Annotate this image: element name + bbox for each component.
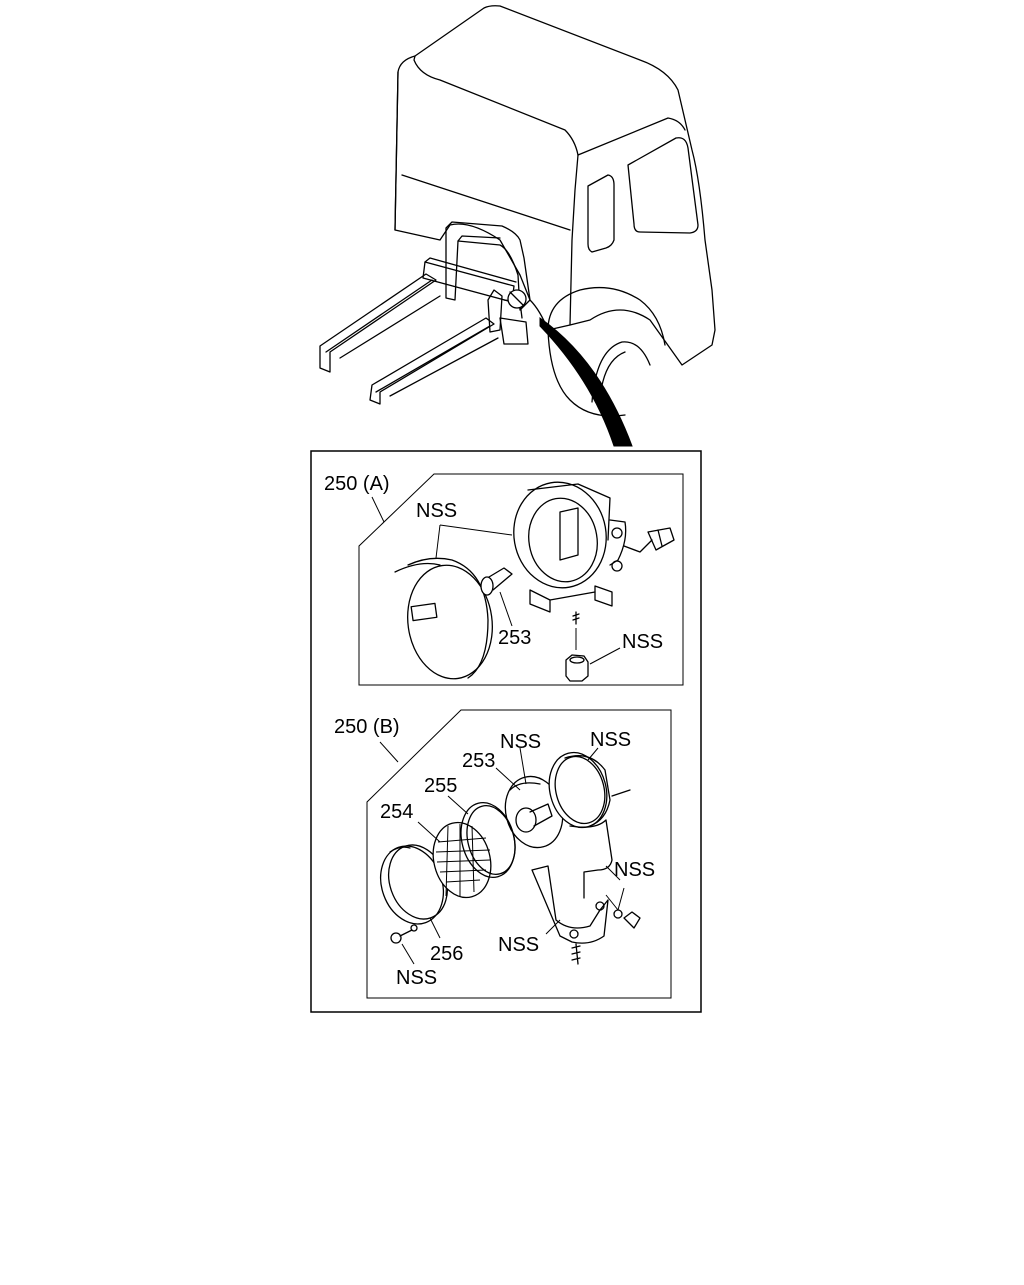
callout-nss-brackets-b: NSS <box>614 859 655 881</box>
rim-b <box>380 844 448 925</box>
callout-256-b: 256 <box>430 943 463 965</box>
callout-255-b: 255 <box>424 775 457 797</box>
callout-254-b: 254 <box>380 801 413 823</box>
callout-253-b: 253 <box>462 750 495 772</box>
stud-nut-a <box>565 611 589 682</box>
callout-250a: 250 (A) <box>324 473 390 495</box>
bracket-b <box>531 865 609 965</box>
callout-nss-lens-a: NSS <box>416 500 457 522</box>
callout-nss-screw-b: NSS <box>396 967 437 989</box>
housing-b <box>548 751 631 829</box>
callout-nss-right-b: NSS <box>590 729 631 751</box>
callout-nss-top-b: NSS <box>500 731 541 753</box>
lens-cover-a <box>407 564 493 680</box>
bulb-a <box>480 567 513 596</box>
panel-a: 250 (A) NSS 253 NSS <box>324 473 684 686</box>
callout-nss-nut-a: NSS <box>622 631 663 653</box>
screw-b-rim <box>390 924 418 944</box>
callout-250b: 250 (B) <box>334 716 400 738</box>
callout-nss-bracket-lower-b: NSS <box>498 934 539 956</box>
housing-a <box>513 481 627 613</box>
connector-a <box>623 527 675 553</box>
callout-253-a: 253 <box>498 627 531 649</box>
detail-frame <box>310 450 702 1013</box>
screws-b <box>605 887 641 929</box>
panel-b: 250 (B) NSS NSS 253 255 254 NSS NSS 256 … <box>334 709 672 999</box>
truck-cab-illustration <box>319 5 716 447</box>
lens-b <box>432 821 492 899</box>
